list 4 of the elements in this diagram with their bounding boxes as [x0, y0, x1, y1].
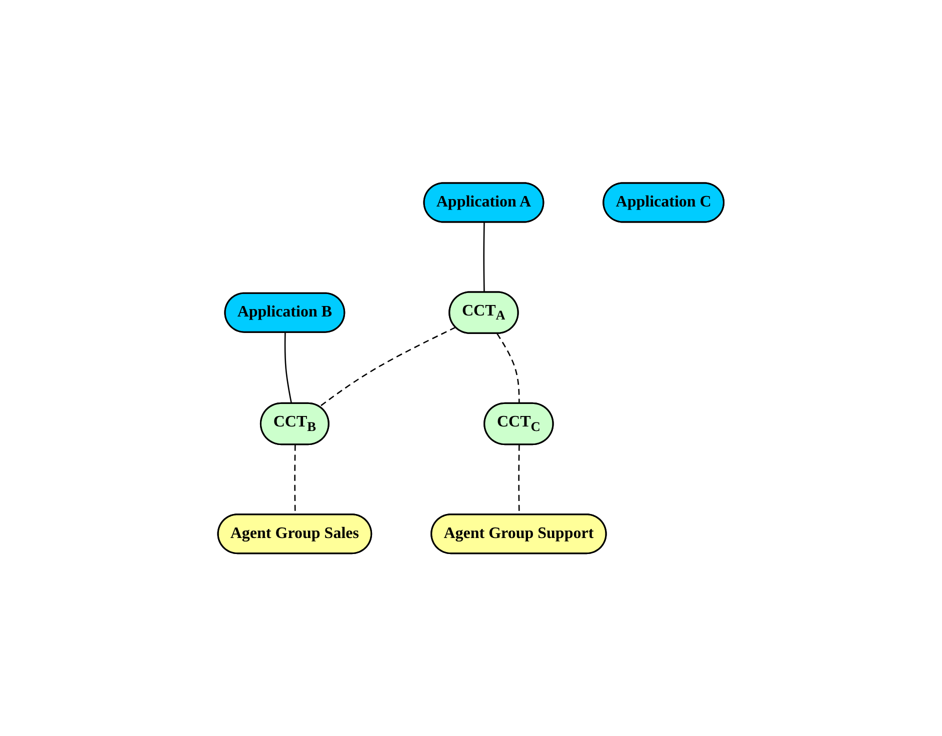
connector: [496, 333, 520, 404]
connector: [319, 326, 456, 408]
connector: [284, 332, 292, 404]
connector: [483, 222, 485, 292]
